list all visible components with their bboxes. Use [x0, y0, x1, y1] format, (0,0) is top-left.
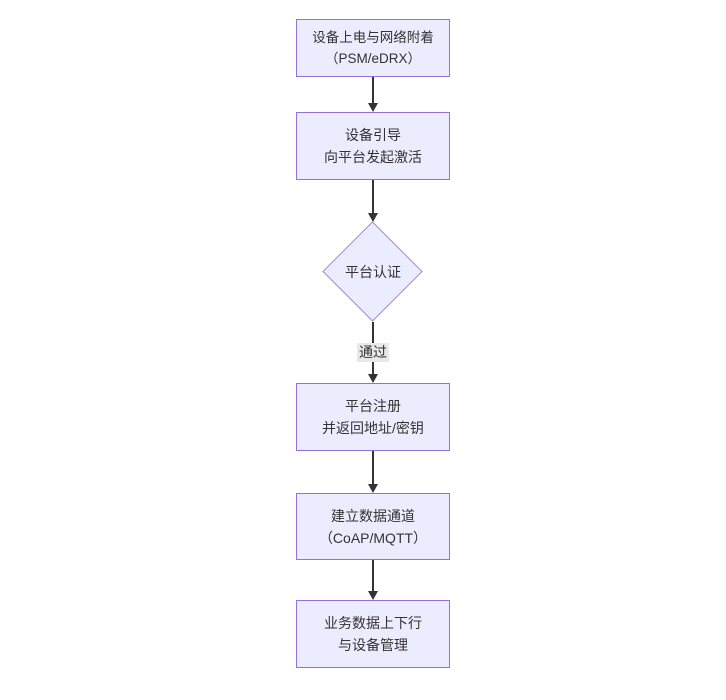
- node-label-line: 向平台发起激活: [324, 149, 422, 165]
- edge-channel-to-business: [367, 560, 379, 600]
- node-label-line: 并返回地址/密钥: [322, 420, 424, 436]
- node-platform-register: 平台注册 并返回地址/密钥: [296, 383, 450, 451]
- edge-label-pass: 通过: [357, 343, 389, 362]
- node-data-channel: 建立数据通道 （CoAP/MQTT）: [296, 493, 450, 560]
- node-label-line: 建立数据通道: [331, 507, 415, 524]
- node-label-line: （PSM/eDRX）: [324, 51, 422, 66]
- arrowhead-icon: [368, 484, 378, 493]
- edge-register-to-channel: [367, 451, 379, 493]
- node-label-line: 平台认证: [345, 264, 401, 280]
- arrowhead-icon: [368, 374, 378, 383]
- node-label-line: （CoAP/MQTT）: [318, 529, 428, 546]
- node-label-line: 与设备管理: [338, 637, 408, 653]
- arrowhead-icon: [368, 591, 378, 600]
- node-device-bootstrap: 设备引导 向平台发起激活: [296, 112, 450, 180]
- arrow-shaft: [372, 77, 374, 107]
- node-device-power-network-attach: 设备上电与网络附着 （PSM/eDRX）: [296, 19, 450, 77]
- edge-power-to-bootstrap: [367, 77, 379, 112]
- arrow-shaft: [372, 451, 374, 488]
- edge-bootstrap-to-auth: [367, 180, 379, 222]
- arrowhead-icon: [368, 103, 378, 112]
- node-label-line: 平台注册: [345, 398, 401, 414]
- arrowhead-icon: [368, 213, 378, 222]
- node-label-line: 业务数据上下行: [324, 615, 422, 631]
- node-label-line: 设备引导: [345, 127, 401, 143]
- arrow-shaft: [372, 180, 374, 217]
- arrow-shaft: [372, 560, 374, 595]
- node-label-line: 设备上电与网络附着: [312, 30, 434, 45]
- node-business-data-management: 业务数据上下行 与设备管理: [296, 600, 450, 668]
